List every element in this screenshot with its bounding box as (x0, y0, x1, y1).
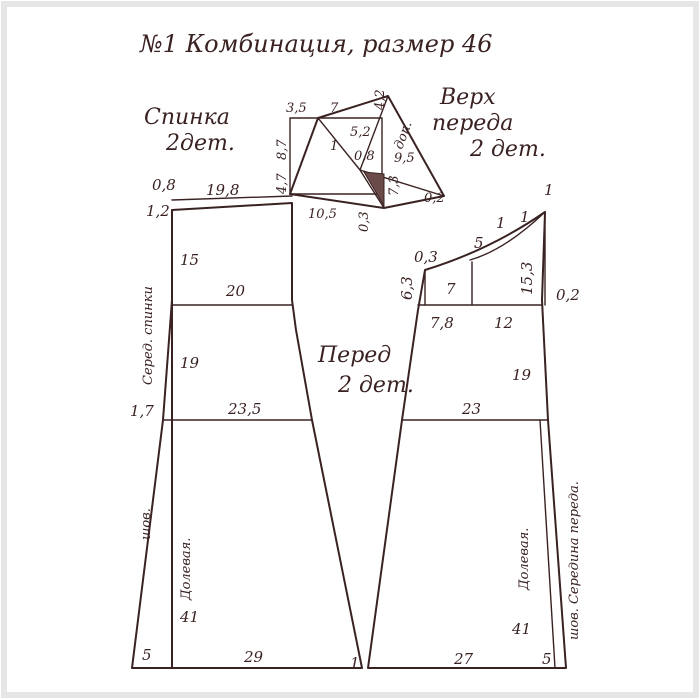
front-outline (367, 211, 567, 669)
front-top-rect (289, 117, 383, 195)
label-t-03: 0,3 (357, 211, 372, 232)
label-t-47: 4,7 (275, 173, 290, 195)
label-b-29: 29 (243, 648, 264, 666)
back-count: 2дет. (165, 131, 235, 156)
label-b-08: 0,8 (152, 176, 176, 194)
page-title: №1 Комбинация, размер 46 (139, 30, 493, 58)
label-f-02: 0,2 (556, 286, 580, 304)
label-f-78: 7,8 (430, 314, 454, 332)
front-title: Перед (317, 343, 391, 368)
front-top-title: Верх (439, 85, 496, 110)
label-b-12: 1,2 (146, 202, 170, 220)
label-dop: доп. (392, 119, 416, 151)
label-t-105: 10,5 (308, 207, 337, 222)
label-b-19: 19 (180, 354, 200, 372)
label-f-1d: 1 (350, 654, 360, 672)
label-b-15: 15 (180, 251, 199, 269)
front-neck-guide (469, 211, 546, 261)
label-b-17: 1,7 (130, 402, 154, 420)
label-f-19: 19 (512, 366, 532, 384)
front-top-outline (289, 95, 445, 209)
front-count: 2 дет. (337, 373, 414, 398)
back-center-label: Серед. спинки (141, 286, 156, 385)
back-piece (131, 195, 363, 669)
label-f-1: 1 (544, 181, 554, 199)
front-top-inner (317, 95, 445, 209)
back-seam-label: шов. (139, 508, 154, 540)
front-top-dart (363, 171, 385, 208)
label-t-35: 3,5 (286, 101, 307, 116)
label-f-23: 23 (461, 400, 481, 418)
label-t-42: 4,2 (373, 89, 388, 111)
front-grain-label: Долевая. (517, 528, 532, 591)
label-f-1c: 1 (520, 208, 530, 226)
front-piece (367, 211, 567, 669)
label-t-73: 7,3 (387, 175, 402, 196)
front-top-piece (289, 95, 445, 209)
back-top-guide (171, 195, 293, 201)
label-f-63: 6,3 (398, 276, 416, 300)
label-t-95: 9,5 (394, 151, 415, 166)
label-t-08: 0,8 (354, 149, 375, 164)
back-title: Спинка (144, 105, 230, 130)
front-top-count: 2 дет. (469, 137, 546, 162)
label-f-1b: 1 (496, 214, 506, 232)
label-t-02: 0,2 (424, 191, 445, 206)
label-b-5: 5 (142, 646, 152, 664)
label-f-27: 27 (453, 650, 474, 668)
label-f-7: 7 (446, 280, 456, 298)
front-center-line (539, 419, 556, 669)
label-f-41: 41 (511, 620, 531, 638)
label-b-198: 19,8 (206, 181, 239, 199)
front-top-title2: переда (432, 111, 513, 136)
back-grain-label: Долевая. (179, 538, 194, 601)
label-t-1: 1 (330, 139, 338, 154)
label-b-20: 20 (225, 282, 246, 300)
back-outline (131, 202, 363, 669)
label-t-87: 8,7 (275, 139, 290, 160)
label-f-03: 0,3 (414, 248, 438, 266)
label-b-41: 41 (179, 608, 199, 626)
label-f-153: 15,3 (518, 262, 536, 295)
label-t-52: 5,2 (350, 125, 371, 140)
label-f-12: 12 (494, 314, 513, 332)
label-b-235: 23,5 (227, 400, 261, 418)
front-center-seam-label: шов. Середина переда. (567, 481, 582, 640)
label-t-7: 7 (330, 101, 339, 116)
label-f-5: 5 (474, 234, 484, 252)
label-f-5b: 5 (542, 650, 552, 668)
